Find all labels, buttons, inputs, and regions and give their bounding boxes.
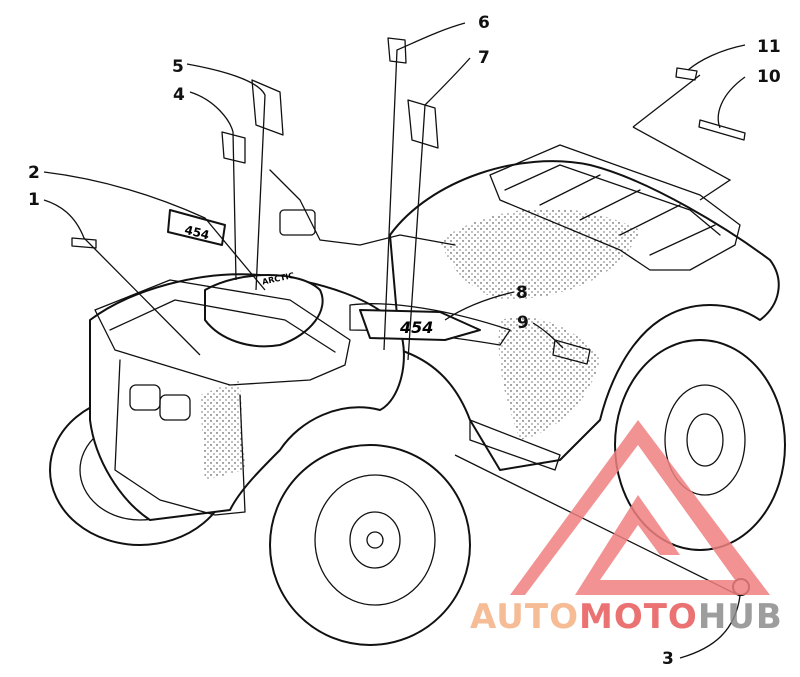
decal-7 <box>407 99 439 149</box>
watermark-triangle-icon <box>510 420 770 595</box>
decal-2-model-text: 454 <box>183 223 211 243</box>
decal-10 <box>698 119 746 141</box>
decal-4 <box>221 131 246 164</box>
watermark-auto: AUTO <box>470 597 579 637</box>
callout-4: 4 <box>173 85 185 105</box>
callout-10: 10 <box>757 67 781 87</box>
front-left-wheel <box>269 444 471 646</box>
callout-8: 8 <box>516 283 528 303</box>
callout-numbers: 1 2 3 4 5 6 7 8 9 10 11 <box>28 13 781 669</box>
leader-lines <box>43 22 746 659</box>
decal-6 <box>387 37 407 64</box>
decal-5 <box>251 79 284 136</box>
decal-9 <box>552 339 591 365</box>
callout-11: 11 <box>757 37 781 57</box>
watermark-hub: HUB <box>698 597 783 637</box>
callout-7: 7 <box>478 48 490 68</box>
atv-body <box>89 144 780 521</box>
watermark: AUTOMOTOHUB <box>470 420 783 637</box>
decal-11 <box>675 67 698 81</box>
decal-8-model-text: 454 <box>399 318 433 337</box>
callout-9: 9 <box>517 313 529 333</box>
callout-5: 5 <box>172 57 184 77</box>
decal-2: 454 <box>167 209 226 246</box>
svg-text:AUTOMOTOHUB: AUTOMOTOHUB <box>470 597 783 637</box>
callout-6: 6 <box>478 13 490 33</box>
watermark-moto: MOTO <box>579 597 698 637</box>
front-right-wheel <box>614 339 786 551</box>
callout-1: 1 <box>28 190 40 210</box>
callout-3: 3 <box>662 649 674 669</box>
callout-2: 2 <box>28 163 40 183</box>
decal-1 <box>71 237 97 249</box>
